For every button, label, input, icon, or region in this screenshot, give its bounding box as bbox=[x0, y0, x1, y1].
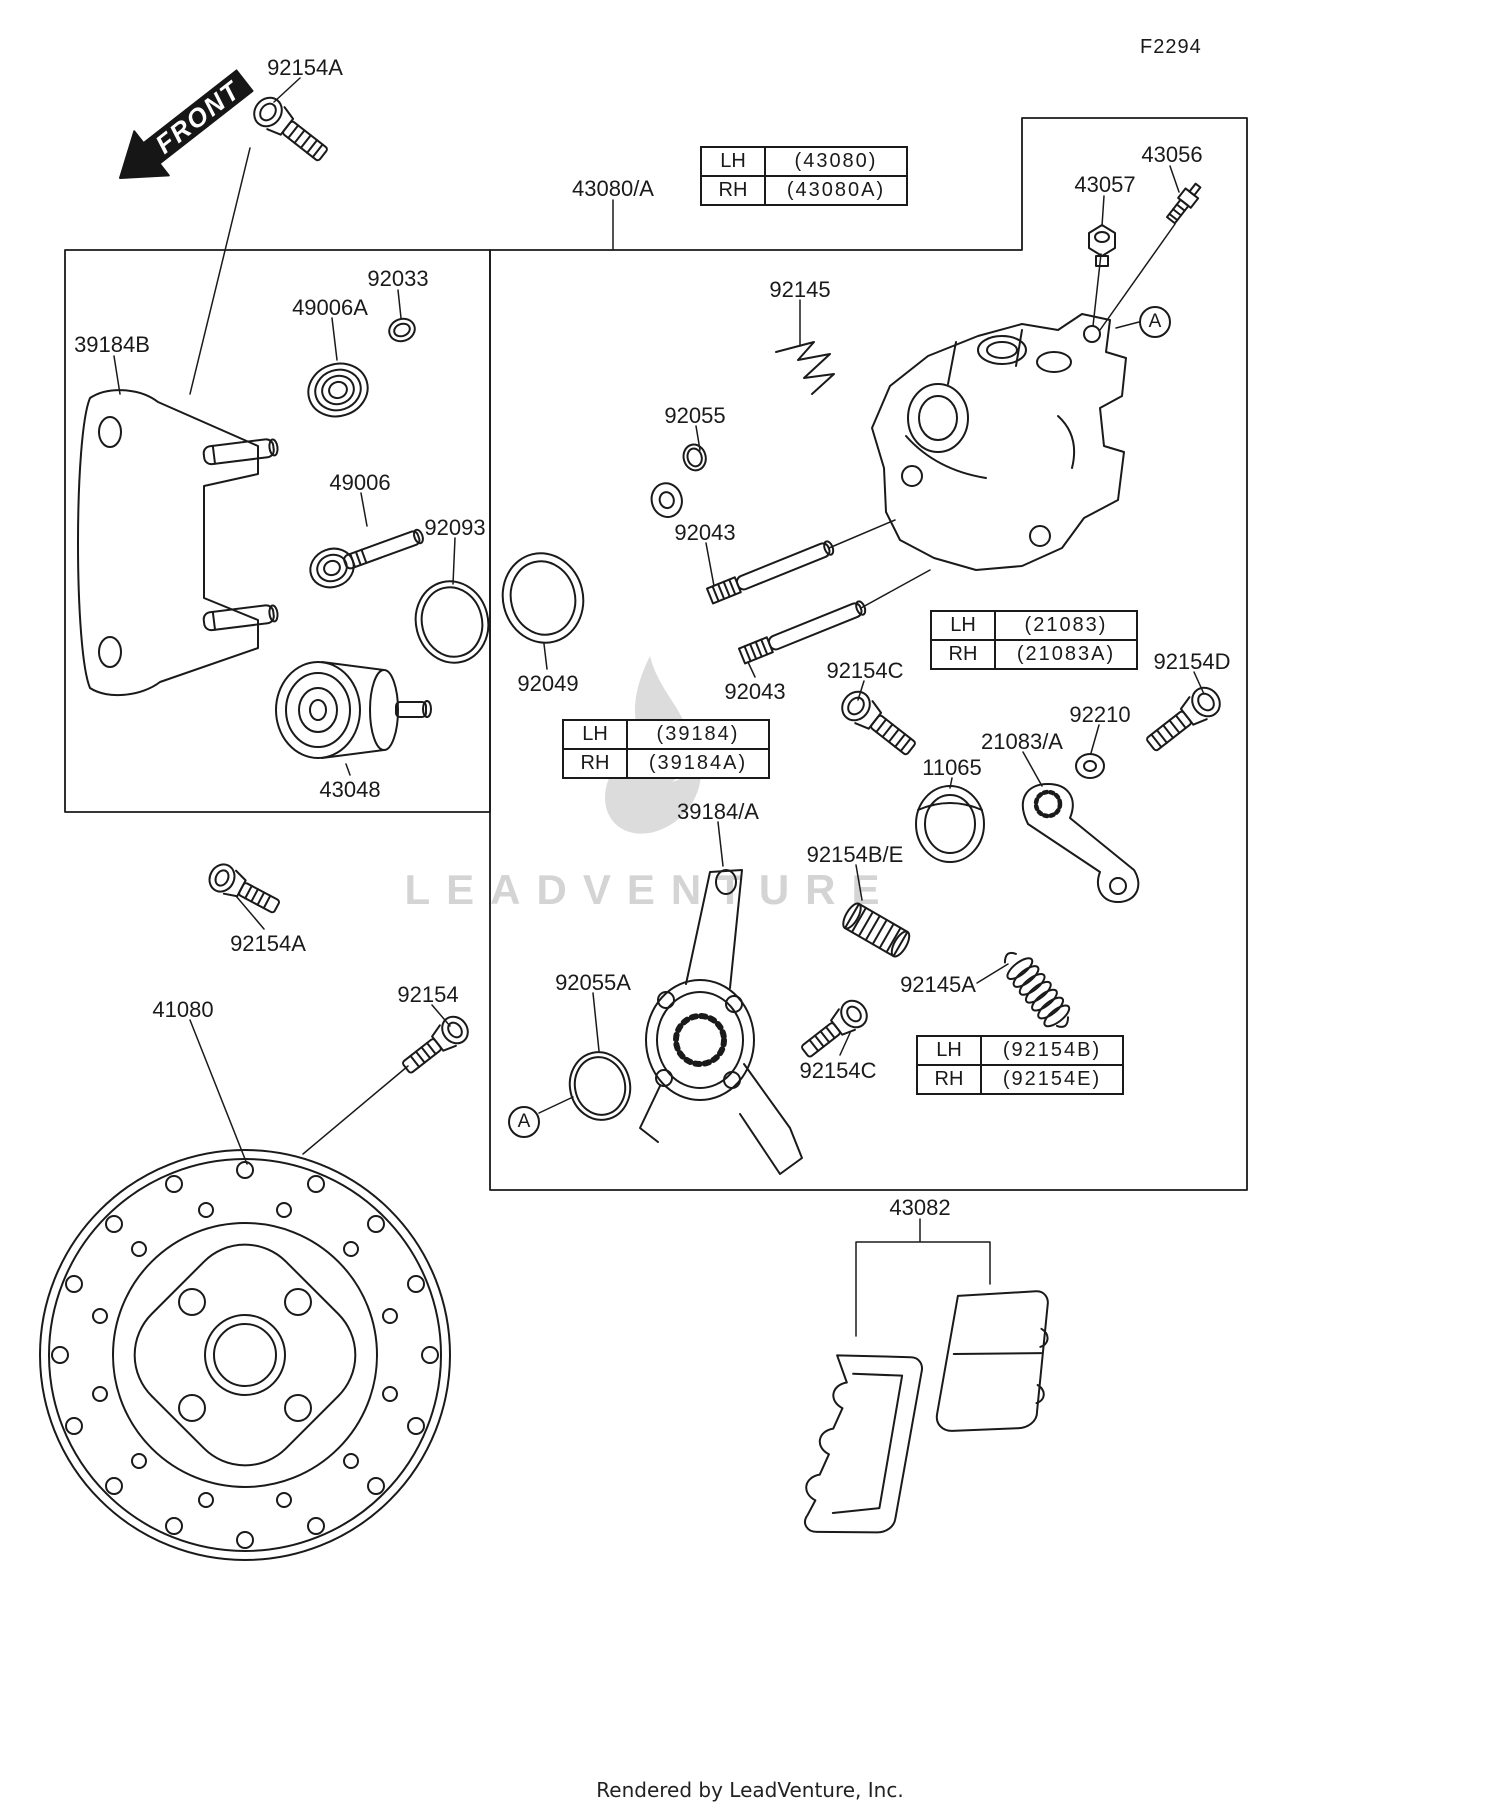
variant-table-bracket: LH (39184) RH (39184A) bbox=[562, 719, 770, 779]
pin-boot-49006a bbox=[307, 362, 369, 418]
brake-lever-21083 bbox=[1021, 783, 1140, 903]
bleeder-valve-43056 bbox=[1165, 182, 1202, 225]
front-arrow-label: FRONT bbox=[150, 75, 247, 160]
ring-92033 bbox=[388, 317, 416, 343]
assembly-boxes bbox=[64, 117, 1248, 1191]
table-cell-side: LH bbox=[930, 610, 996, 641]
part-label-92154a-lower[interactable]: 92154A bbox=[230, 931, 306, 956]
part-label-43082[interactable]: 43082 bbox=[889, 1195, 951, 1220]
bolt-92154c-lower bbox=[795, 994, 874, 1065]
part-label-92210[interactable]: 92210 bbox=[1069, 702, 1131, 727]
part-label-39184[interactable]: 39184/A bbox=[677, 799, 759, 824]
part-label-92145[interactable]: 92145 bbox=[769, 277, 831, 302]
o-ring-92093 bbox=[414, 580, 490, 664]
table-cell-value: (21083) bbox=[994, 610, 1138, 641]
table-cell-value: (43080) bbox=[764, 146, 908, 177]
table-cell-value: (21083A) bbox=[994, 639, 1138, 670]
front-arrow: FRONT bbox=[119, 69, 254, 179]
part-label-92043-lower[interactable]: 92043 bbox=[724, 679, 786, 704]
seal-92049 bbox=[501, 552, 585, 644]
part-label-92154[interactable]: 92154 bbox=[397, 982, 459, 1007]
part-label-43080[interactable]: 43080/A bbox=[572, 176, 654, 201]
table-cell-value: (39184A) bbox=[626, 748, 770, 779]
part-label-92055[interactable]: 92055 bbox=[664, 403, 726, 428]
part-label-92145a[interactable]: 92145A bbox=[900, 972, 976, 997]
nut-43057 bbox=[1088, 224, 1116, 267]
o-ring-92055a bbox=[568, 1051, 632, 1121]
adjuster-92154be bbox=[842, 902, 911, 958]
bolt-92154d bbox=[1140, 681, 1227, 758]
table-cell-value: (92154E) bbox=[980, 1064, 1124, 1095]
figure-code: F2294 bbox=[1140, 36, 1202, 58]
part-label-92154be[interactable]: 92154B/E bbox=[806, 842, 904, 867]
part-label-92154c-lower[interactable]: 92154C bbox=[799, 1058, 877, 1083]
part-label-49006[interactable]: 49006 bbox=[329, 470, 391, 495]
part-label-43048[interactable]: 43048 bbox=[319, 777, 381, 802]
table-cell-side: LH bbox=[916, 1035, 982, 1066]
piston-43048 bbox=[275, 661, 432, 759]
caliper-body-43080 bbox=[871, 313, 1127, 571]
table-cell-side: RH bbox=[562, 748, 628, 779]
part-label-21083[interactable]: 21083/A bbox=[981, 729, 1063, 754]
part-label-39184b[interactable]: 39184B bbox=[74, 332, 150, 357]
leadventure-watermark: LEADVENTURE bbox=[404, 866, 896, 913]
footer-credit: Rendered by LeadVenture, Inc. bbox=[596, 1778, 904, 1802]
table-cell-side: RH bbox=[700, 175, 766, 206]
flange-bolt-92154a-top bbox=[247, 91, 334, 168]
table-cell-side: LH bbox=[700, 146, 766, 177]
variant-table-lever: LH (21083) RH (21083A) bbox=[930, 610, 1138, 670]
part-label-92049[interactable]: 92049 bbox=[517, 671, 579, 696]
slide-pin-92043-lower bbox=[738, 600, 867, 665]
hub-bracket-39184 bbox=[639, 869, 803, 1175]
slide-pin-92043-upper bbox=[706, 540, 835, 605]
part-label-92154d[interactable]: 92154D bbox=[1153, 649, 1231, 674]
callout-a-oring: A bbox=[508, 1106, 540, 1138]
flange-bolt-92154a-lower bbox=[203, 859, 285, 921]
brake-pad-left-43082 bbox=[804, 1354, 923, 1534]
part-label-11065[interactable]: 11065 bbox=[922, 755, 982, 780]
pad-spring-92145 bbox=[775, 341, 835, 395]
table-cell-side: RH bbox=[916, 1064, 982, 1095]
washer-92055 bbox=[650, 443, 707, 518]
table-cell-side: LH bbox=[562, 719, 628, 750]
part-label-49006a[interactable]: 49006A bbox=[292, 295, 368, 320]
washer-92210 bbox=[1075, 753, 1105, 779]
brake-pad-right-43082 bbox=[935, 1290, 1049, 1432]
spring-92145a bbox=[1003, 951, 1071, 1028]
part-label-41080[interactable]: 41080 bbox=[152, 997, 214, 1022]
part-label-92093[interactable]: 92093 bbox=[424, 515, 486, 540]
table-cell-value: (92154B) bbox=[980, 1035, 1124, 1066]
bolt-92154c-upper bbox=[835, 685, 922, 762]
part-label-43056[interactable]: 43056 bbox=[1141, 142, 1203, 167]
table-cell-side: RH bbox=[930, 639, 996, 670]
variant-table-bolt: LH (92154B) RH (92154E) bbox=[916, 1035, 1124, 1095]
part-label-92055a[interactable]: 92055A bbox=[555, 970, 631, 995]
part-label-92154c-upper[interactable]: 92154C bbox=[826, 658, 904, 683]
cap-11065 bbox=[915, 785, 985, 863]
callout-a-caliper: A bbox=[1139, 306, 1171, 338]
part-label-92043-upper[interactable]: 92043 bbox=[674, 520, 736, 545]
part-label-92033[interactable]: 92033 bbox=[367, 266, 429, 291]
variant-table-caliper: LH (43080) RH (43080A) bbox=[700, 146, 908, 206]
caliper-bracket-39184b bbox=[77, 389, 279, 697]
bolt-92154 bbox=[396, 1010, 475, 1081]
brake-disc-41080 bbox=[39, 1149, 451, 1561]
part-label-43057[interactable]: 43057 bbox=[1074, 172, 1136, 197]
slide-pin-49006 bbox=[309, 528, 424, 589]
part-label-92154a-top[interactable]: 92154A bbox=[267, 55, 343, 80]
table-cell-value: (39184) bbox=[626, 719, 770, 750]
table-cell-value: (43080A) bbox=[764, 175, 908, 206]
